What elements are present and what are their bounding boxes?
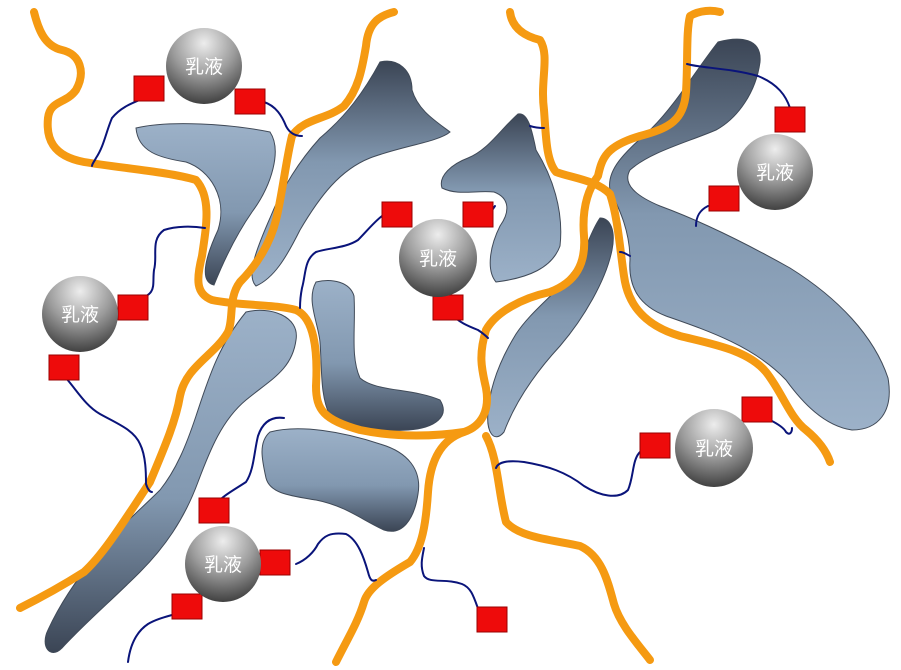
emulsion-1-label: 乳液 xyxy=(185,56,223,78)
emulsion-1-circle xyxy=(166,28,242,104)
fiber-2 xyxy=(16,8,398,612)
emulsion-5-label: 乳液 xyxy=(695,438,733,460)
head-10 xyxy=(639,432,671,459)
fiber-5 xyxy=(482,432,654,664)
emulsion-6: 乳液 xyxy=(185,526,261,602)
heads xyxy=(48,75,806,633)
particle-4 xyxy=(311,280,444,431)
fiber-4 xyxy=(332,428,468,666)
chain-13 xyxy=(769,419,793,435)
emulsion-2-circle xyxy=(42,276,118,352)
emulsion-3-circle xyxy=(399,219,477,297)
head-3 xyxy=(117,294,149,321)
chain-1 xyxy=(91,98,143,167)
particle-2 xyxy=(251,60,451,287)
particle-6 xyxy=(609,38,890,431)
head-4 xyxy=(48,354,80,381)
head-12 xyxy=(198,497,230,524)
head-7 xyxy=(432,294,464,321)
emulsion-6-circle xyxy=(185,526,261,602)
head-5 xyxy=(381,201,413,228)
chain-14 xyxy=(213,416,285,507)
head-9 xyxy=(708,185,740,212)
fiber-3 xyxy=(506,8,834,466)
chain-17 xyxy=(420,547,481,615)
chain-10 xyxy=(529,125,545,129)
chain-12 xyxy=(495,451,641,497)
fibers xyxy=(16,6,834,666)
emulsion-3-label: 乳液 xyxy=(419,248,457,270)
emulsion-5: 乳液 xyxy=(675,409,753,487)
chain-8 xyxy=(686,63,791,109)
chain-4 xyxy=(65,377,153,493)
emulsion-4-label: 乳液 xyxy=(756,162,794,184)
head-8 xyxy=(774,106,806,133)
head-11 xyxy=(741,396,773,423)
emulsion-5-circle xyxy=(675,409,753,487)
particles xyxy=(44,38,890,653)
emulsion-2-label: 乳液 xyxy=(61,304,99,326)
fiber-1 xyxy=(30,6,724,440)
head-14 xyxy=(171,593,203,620)
particle-3 xyxy=(440,113,562,283)
chain-3 xyxy=(135,225,206,301)
head-13 xyxy=(259,549,291,576)
emulsion-3: 乳液 xyxy=(399,219,477,297)
emulsion-1: 乳液 xyxy=(166,28,242,104)
chain-11 xyxy=(619,251,631,257)
particle-1 xyxy=(135,123,276,286)
head-6 xyxy=(462,201,494,228)
emulsion-4: 乳液 xyxy=(737,134,813,210)
emulsion-2: 乳液 xyxy=(42,276,118,352)
chain-2 xyxy=(263,101,303,137)
particle-7 xyxy=(44,309,297,653)
chain-9 xyxy=(695,205,709,227)
head-15 xyxy=(476,606,508,633)
particle-8 xyxy=(261,428,420,532)
emulsion-6-label: 乳液 xyxy=(204,554,242,576)
head-1 xyxy=(133,75,165,102)
chain-5 xyxy=(299,215,383,309)
emulsion-4-circle xyxy=(737,134,813,210)
chain-15 xyxy=(295,532,377,582)
head-2 xyxy=(234,88,266,115)
